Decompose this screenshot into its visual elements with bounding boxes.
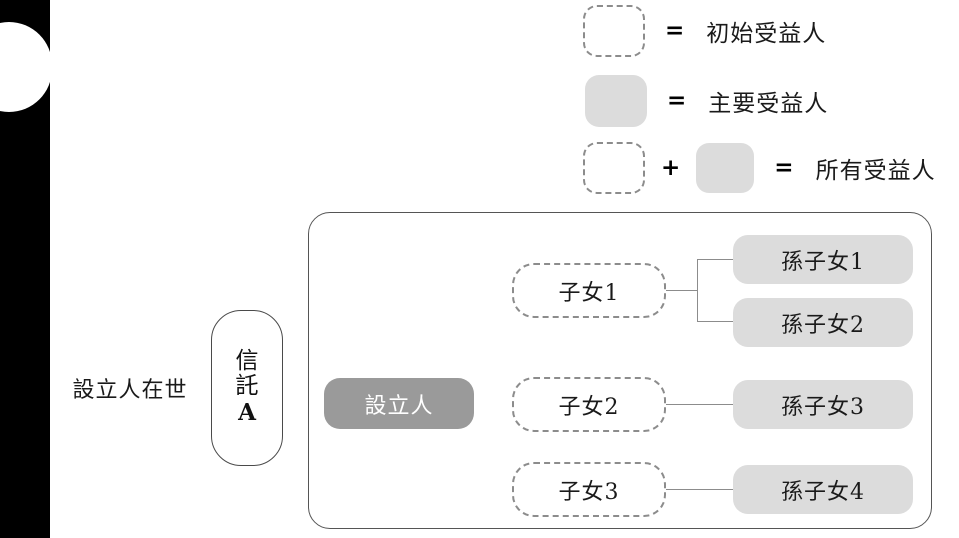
legend-row-all-beneficiaries: + = 所有受益人 — [583, 142, 936, 194]
page-edge-artifact — [0, 0, 52, 538]
plus-operator: + — [661, 154, 681, 181]
dashed-box-swatch-icon — [583, 142, 645, 194]
node-grandchild-2: 孫子女2 — [733, 298, 913, 347]
dashed-box-swatch-icon — [583, 5, 645, 57]
side-caption-settlor-alive: 設立人在世 — [72, 378, 188, 403]
gray-box-swatch-icon — [696, 143, 755, 193]
node-child-3: 子女3 — [512, 462, 666, 517]
connector-child1-stub — [666, 290, 698, 292]
page-edge-notch — [0, 22, 52, 112]
node-grandchild-3: 孫子女3 — [733, 380, 913, 429]
legend-label-initial-beneficiary: 初始受益人 — [706, 21, 827, 47]
gray-box-swatch-icon — [585, 75, 647, 127]
connector-child1-to-grandchild1 — [697, 259, 735, 261]
legend-row-initial-beneficiary: = 初始受益人 — [583, 5, 826, 57]
equals-operator: = — [774, 154, 794, 181]
node-child-1: 子女1 — [512, 263, 666, 318]
equals-operator: = — [665, 17, 685, 44]
equals-operator: = — [667, 87, 687, 114]
connector-child1-to-grandchild2 — [697, 321, 735, 323]
legend: = 初始受益人 = 主要受益人 + = 所有受益人 — [575, 0, 959, 200]
trust-a-box: 信託 A — [211, 310, 283, 466]
connector-child1-riser — [697, 259, 699, 322]
node-child-2: 子女2 — [512, 377, 666, 432]
connector-child2-to-grandchild3 — [666, 404, 735, 406]
legend-row-primary-beneficiary: = 主要受益人 — [585, 75, 828, 127]
node-grandchild-4: 孫子女4 — [733, 465, 913, 514]
connector-child3-to-grandchild4 — [666, 489, 735, 491]
legend-label-all-beneficiaries: 所有受益人 — [815, 158, 936, 184]
trust-name-label: 信託 — [235, 348, 259, 400]
node-grandchild-1: 孫子女1 — [733, 235, 913, 284]
node-settlor: 設立人 — [324, 378, 474, 429]
legend-label-primary-beneficiary: 主要受益人 — [708, 91, 829, 117]
trust-designator-label: A — [238, 399, 256, 427]
